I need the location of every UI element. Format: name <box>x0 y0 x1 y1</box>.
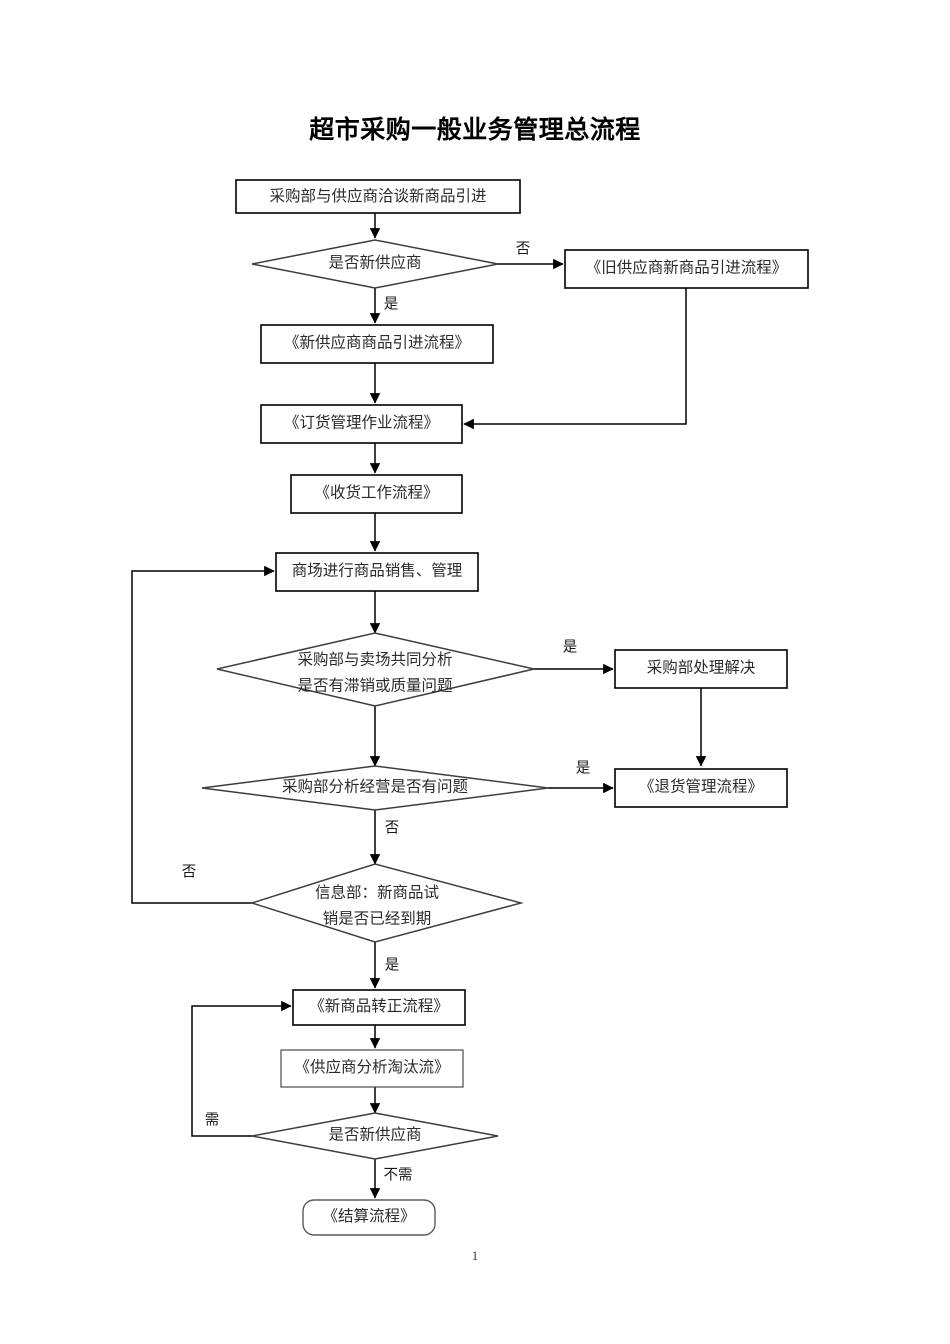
edge-label-no-need: 不需 <box>384 1166 413 1183</box>
node-label-n12-line1: 信息部：新商品试 <box>315 884 439 902</box>
edge-n12-n7-loop <box>131 565 275 904</box>
node-label-n9: 采购部处理解决 <box>647 659 756 677</box>
node-receiving-process[interactable]: 《收货工作流程》 <box>290 474 463 514</box>
node-return-management-process[interactable]: 《退货管理流程》 <box>614 768 788 808</box>
node-label-n4: 《新供应商商品引进流程》 <box>284 333 470 352</box>
node-order-management-process[interactable]: 《订货管理作业流程》 <box>260 404 463 444</box>
node-label-n16: 《结算流程》 <box>322 1206 415 1225</box>
node-label-n10: 采购部分析经营是否有问题 <box>282 778 468 796</box>
node-label-n13: 《新商品转正流程》 <box>309 997 449 1015</box>
node-store-sales-management[interactable]: 商场进行商品销售、管理 <box>275 552 479 592</box>
node-decision-slow-or-quality-issue[interactable]: 采购部与卖场共同分析 是否有滞销或质量问题 <box>216 632 535 707</box>
node-label-n5: 《订货管理作业流程》 <box>284 414 439 432</box>
edge-label-layer: 否 是 是 是 否 否 是 需 不需 <box>182 241 591 1183</box>
node-label-n6: 《收货工作流程》 <box>314 484 438 502</box>
node-decision-trial-sale-expired[interactable]: 信息部：新商品试 销是否已经到期 <box>249 863 524 943</box>
node-decision-new-supplier-top[interactable]: 是否新供应商 <box>251 239 499 289</box>
page-title: 超市采购一般业务管理总流程 <box>309 116 641 144</box>
edge-label-no-2: 否 <box>385 820 400 836</box>
edge-n15-n13-loop <box>191 1000 292 1137</box>
node-new-product-formalize-process[interactable]: 《新商品转正流程》 <box>292 989 466 1026</box>
edge-n3-n5 <box>463 288 687 430</box>
edge-label-need: 需 <box>205 1111 220 1128</box>
node-label-n15: 是否新供应商 <box>328 1125 421 1144</box>
node-label-n8-line1: 采购部与卖场共同分析 <box>297 651 452 669</box>
node-label-n7: 商场进行商品销售、管理 <box>292 562 463 580</box>
node-label-n2: 是否新供应商 <box>328 253 421 272</box>
node-decision-new-supplier-bottom[interactable]: 是否新供应商 <box>251 1112 499 1160</box>
node-supplier-elimination-process[interactable]: 《供应商分析淘汰流》 <box>280 1049 464 1088</box>
node-label-n12-line2: 销是否已经到期 <box>323 910 432 928</box>
node-old-supplier-intro-process[interactable]: 《旧供应商新商品引进流程》 <box>564 249 809 289</box>
node-settlement-process[interactable]: 《结算流程》 <box>302 1199 436 1236</box>
node-negotiate-new-product[interactable]: 采购部与供应商洽谈新商品引进 <box>235 179 521 214</box>
node-decision-operation-problem[interactable]: 采购部分析经营是否有问题 <box>201 765 549 811</box>
edge-label-yes-1: 是 <box>384 296 399 312</box>
node-label-n8-line2: 是否有滞销或质量问题 <box>297 677 452 695</box>
node-label-n1: 采购部与供应商洽谈新商品引进 <box>269 186 486 205</box>
page-number: 1 <box>471 1248 479 1263</box>
connector-layer <box>131 213 707 1199</box>
edge-label-yes-4: 是 <box>385 957 400 973</box>
node-label-n14: 《供应商分析淘汰流》 <box>294 1057 449 1076</box>
edge-label-yes-3: 是 <box>576 760 591 776</box>
edge-label-yes-2: 是 <box>563 639 578 655</box>
node-new-supplier-intro-process[interactable]: 《新供应商商品引进流程》 <box>260 324 494 364</box>
node-label-n11: 《退货管理流程》 <box>639 778 763 796</box>
edge-label-no-1: 否 <box>516 241 531 257</box>
edge-label-no-3: 否 <box>182 864 197 880</box>
node-purchasing-dept-resolves[interactable]: 采购部处理解决 <box>614 649 788 689</box>
node-label-n3: 《旧供应商新商品引进流程》 <box>586 258 788 277</box>
